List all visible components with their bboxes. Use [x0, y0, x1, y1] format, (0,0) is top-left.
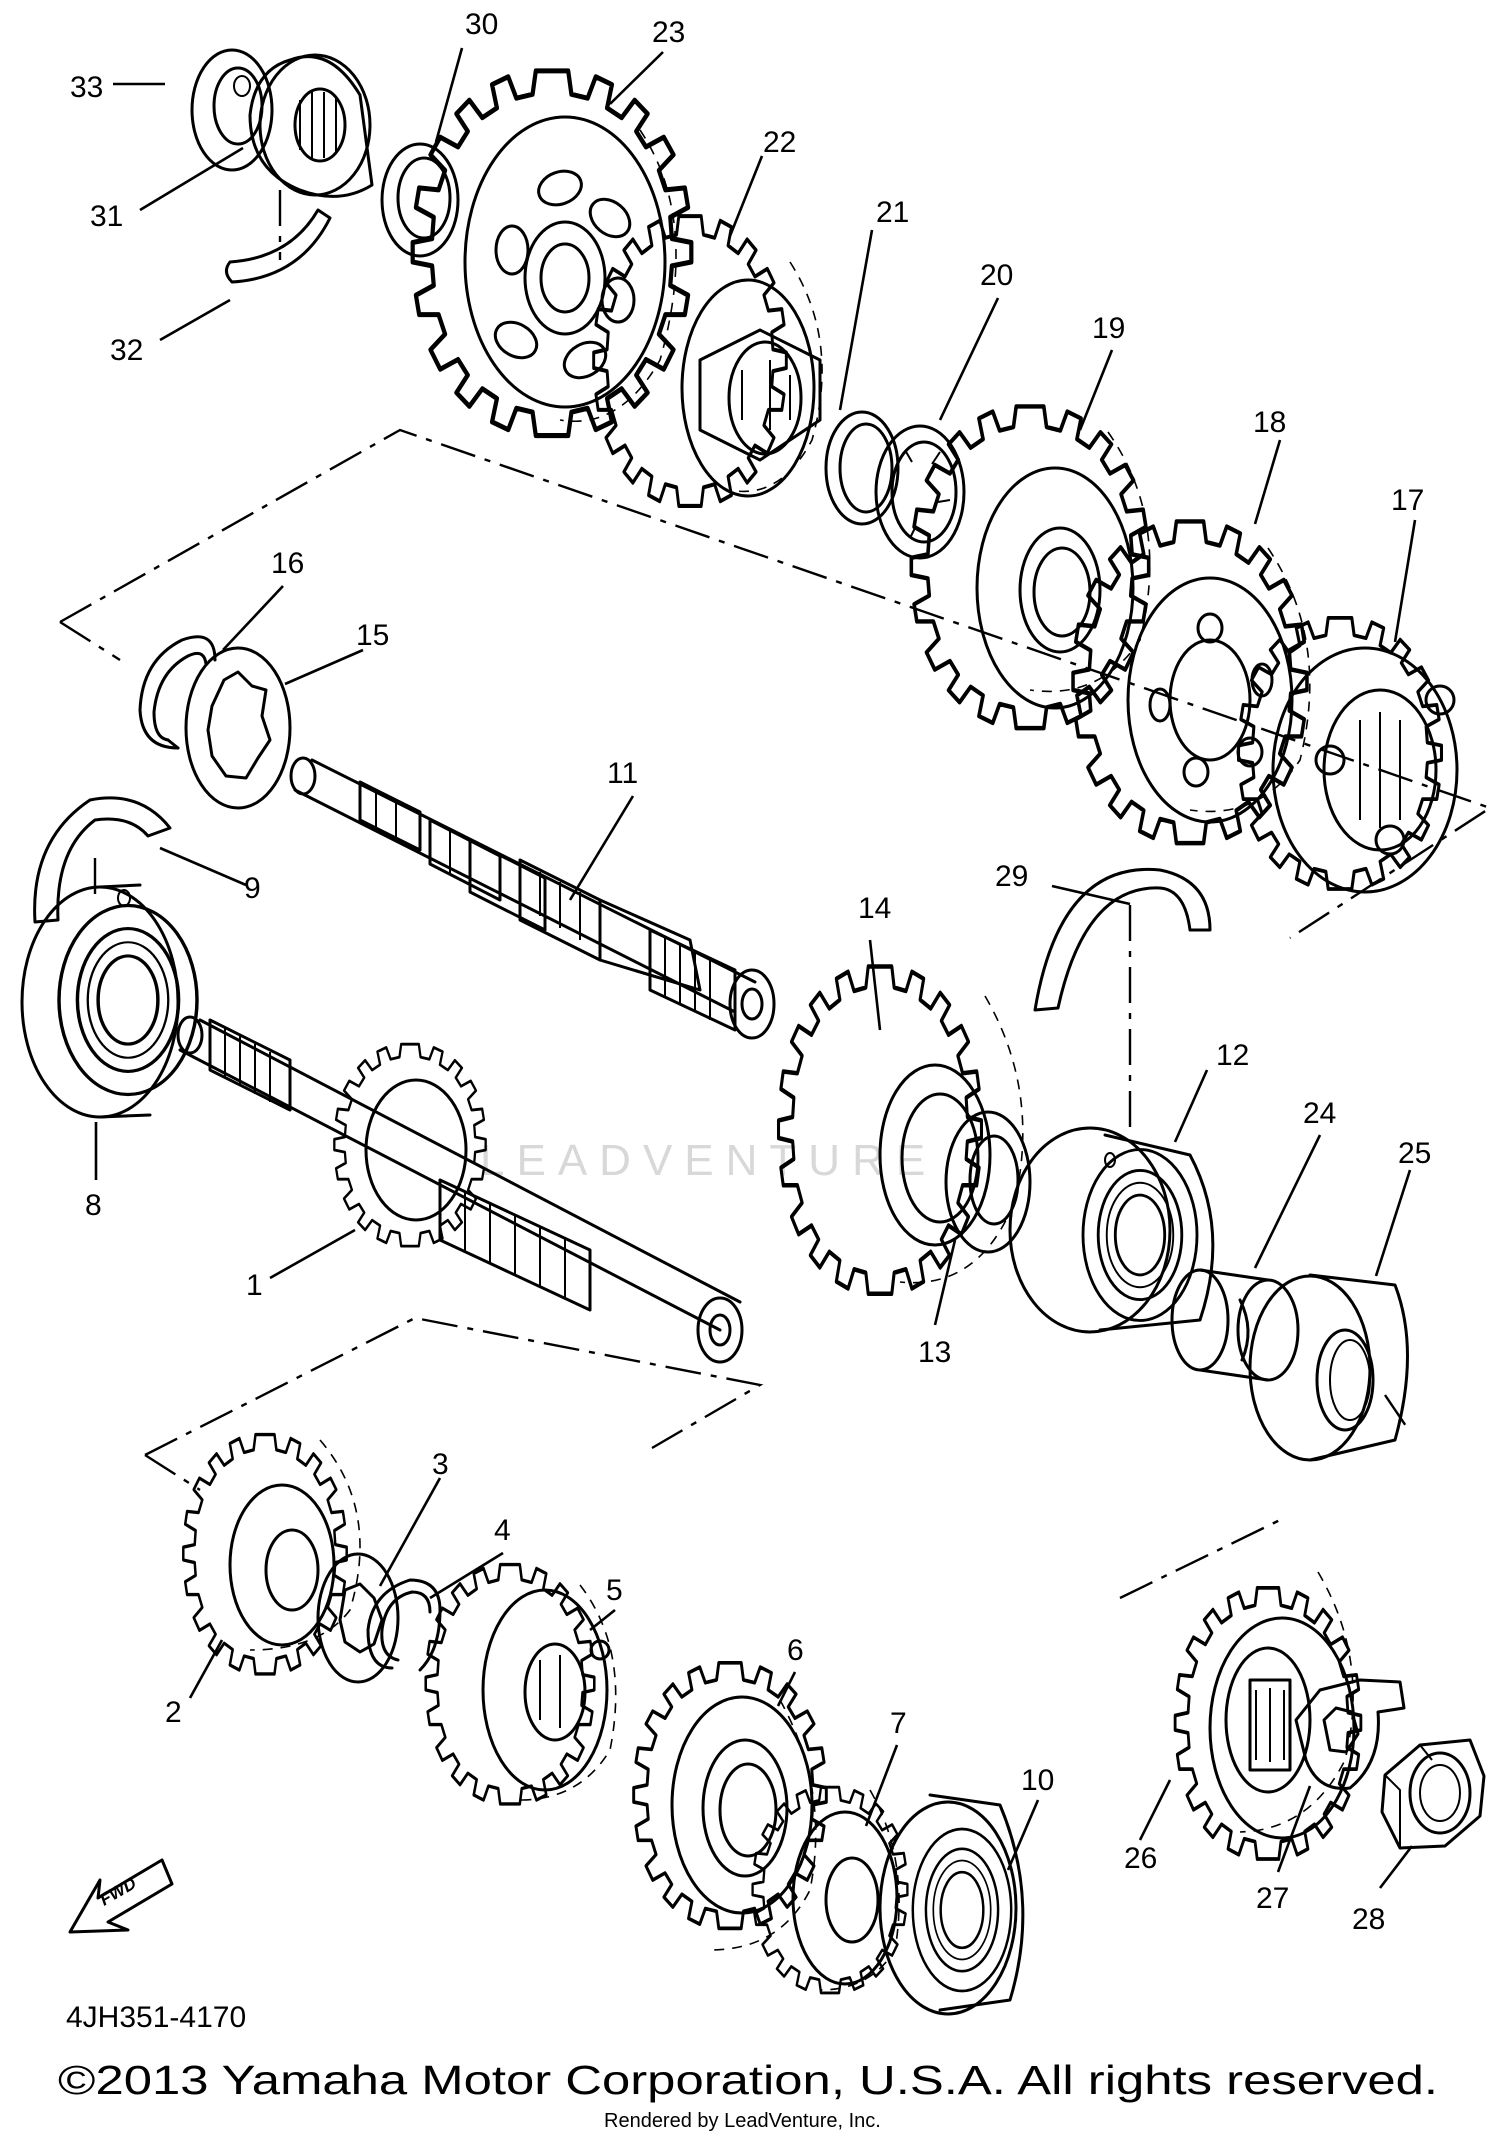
part-24-collar: [1170, 1268, 1300, 1382]
diagram-part-number: 4JH351-4170: [66, 2001, 246, 2034]
callout-6: 6: [787, 1634, 804, 1667]
part-21-circlip: [824, 410, 900, 526]
part-15-splined-washer: [184, 646, 292, 810]
fwd-arrow-icon: FWD: [68, 1858, 174, 1934]
callout-1: 1: [246, 1269, 263, 1302]
fwd-label: FWD: [97, 1874, 140, 1910]
callout-20: 20: [980, 259, 1013, 292]
leader-lines: [94, 47, 1417, 1889]
part-8-bearing: [20, 883, 199, 1119]
lower-left-assembly-boundary: [144, 1453, 201, 1492]
part-6-gear: [631, 1660, 829, 1951]
callout-28: 28: [1352, 1903, 1385, 1936]
output-connection-line: [1384, 1394, 1411, 1433]
callout-27: 27: [1256, 1882, 1289, 1915]
callout-22: 22: [763, 126, 796, 159]
part-28-nut: [1380, 1738, 1486, 1850]
part-26-drive-sprocket: [1173, 1571, 1363, 1861]
callout-9: 9: [244, 872, 261, 905]
part-12-bearing: [1008, 1126, 1215, 1334]
part-3-splined-washer: [316, 1552, 400, 1684]
callout-21: 21: [876, 196, 909, 229]
copyright-notice: ©2013 Yamaha Motor Corporation, U.S.A. A…: [58, 2057, 1438, 2103]
callout-4: 4: [494, 1514, 511, 1547]
callout-12: 12: [1216, 1039, 1249, 1072]
callout-24: 24: [1303, 1097, 1336, 1130]
upper-assembly-boundary-side: [59, 620, 121, 662]
callout-5: 5: [606, 1574, 623, 1607]
part-7-gear: [751, 1785, 909, 1995]
callout-26: 26: [1124, 1842, 1157, 1875]
callout-29: 29: [995, 860, 1028, 893]
callout-15: 15: [356, 619, 389, 652]
lower-assembly-boundary: [144, 1316, 764, 1457]
callout-13: 13: [918, 1336, 951, 1369]
part-13-washer: [944, 1110, 1032, 1254]
part-2-gear: [181, 1432, 361, 1676]
callout-2: 2: [165, 1696, 182, 1729]
part-23-large-gear: [413, 71, 692, 436]
callout-17: 17: [1391, 484, 1424, 517]
part-22-gear-dog: [594, 216, 823, 506]
part-11-main-shaft: [289, 756, 776, 1040]
callout-10: 10: [1021, 1764, 1054, 1797]
part-4-circlip: [366, 1578, 442, 1672]
part-10-bearing: [878, 1793, 1025, 2016]
callout-16: 16: [271, 547, 304, 580]
part-31-bearing: [248, 53, 374, 198]
callout-18: 18: [1253, 406, 1286, 439]
rendered-by-notice: Rendered by LeadVenture, Inc.: [604, 2110, 881, 2132]
part-17-gear-dog: [1236, 616, 1459, 894]
part-29-half-ring: [1033, 867, 1212, 1012]
part-5-gear-dog: [424, 1562, 617, 1806]
part-16-circlip: [138, 635, 217, 750]
callout-31: 31: [90, 200, 123, 233]
callout-8: 8: [85, 1189, 102, 1222]
part-14-gear: [779, 967, 1024, 1294]
watermark-text: LEADVENTURE: [480, 1136, 937, 1185]
upper-assembly-boundary: [59, 428, 1493, 940]
callout-23: 23: [652, 16, 685, 49]
callout-30: 30: [465, 8, 498, 41]
part-9-half-ring: [33, 796, 172, 924]
part-25-oil-seal: [1248, 1273, 1409, 1462]
callout-11: 11: [607, 757, 638, 790]
callout-33: 33: [70, 71, 103, 104]
callout-3: 3: [432, 1448, 449, 1481]
callout-32: 32: [110, 334, 143, 367]
part-1-countershaft: [176, 1015, 744, 1364]
callout-7: 7: [890, 1707, 907, 1740]
callout-25: 25: [1398, 1137, 1431, 1170]
callout-14: 14: [858, 892, 891, 925]
callout-19: 19: [1092, 312, 1125, 345]
part-27-lock-washer: [1294, 1678, 1406, 1790]
part-32-half-ring: [225, 208, 332, 284]
part-18-gear: [1073, 521, 1311, 843]
sprocket-assembly-boundary: [1119, 1518, 1281, 1600]
